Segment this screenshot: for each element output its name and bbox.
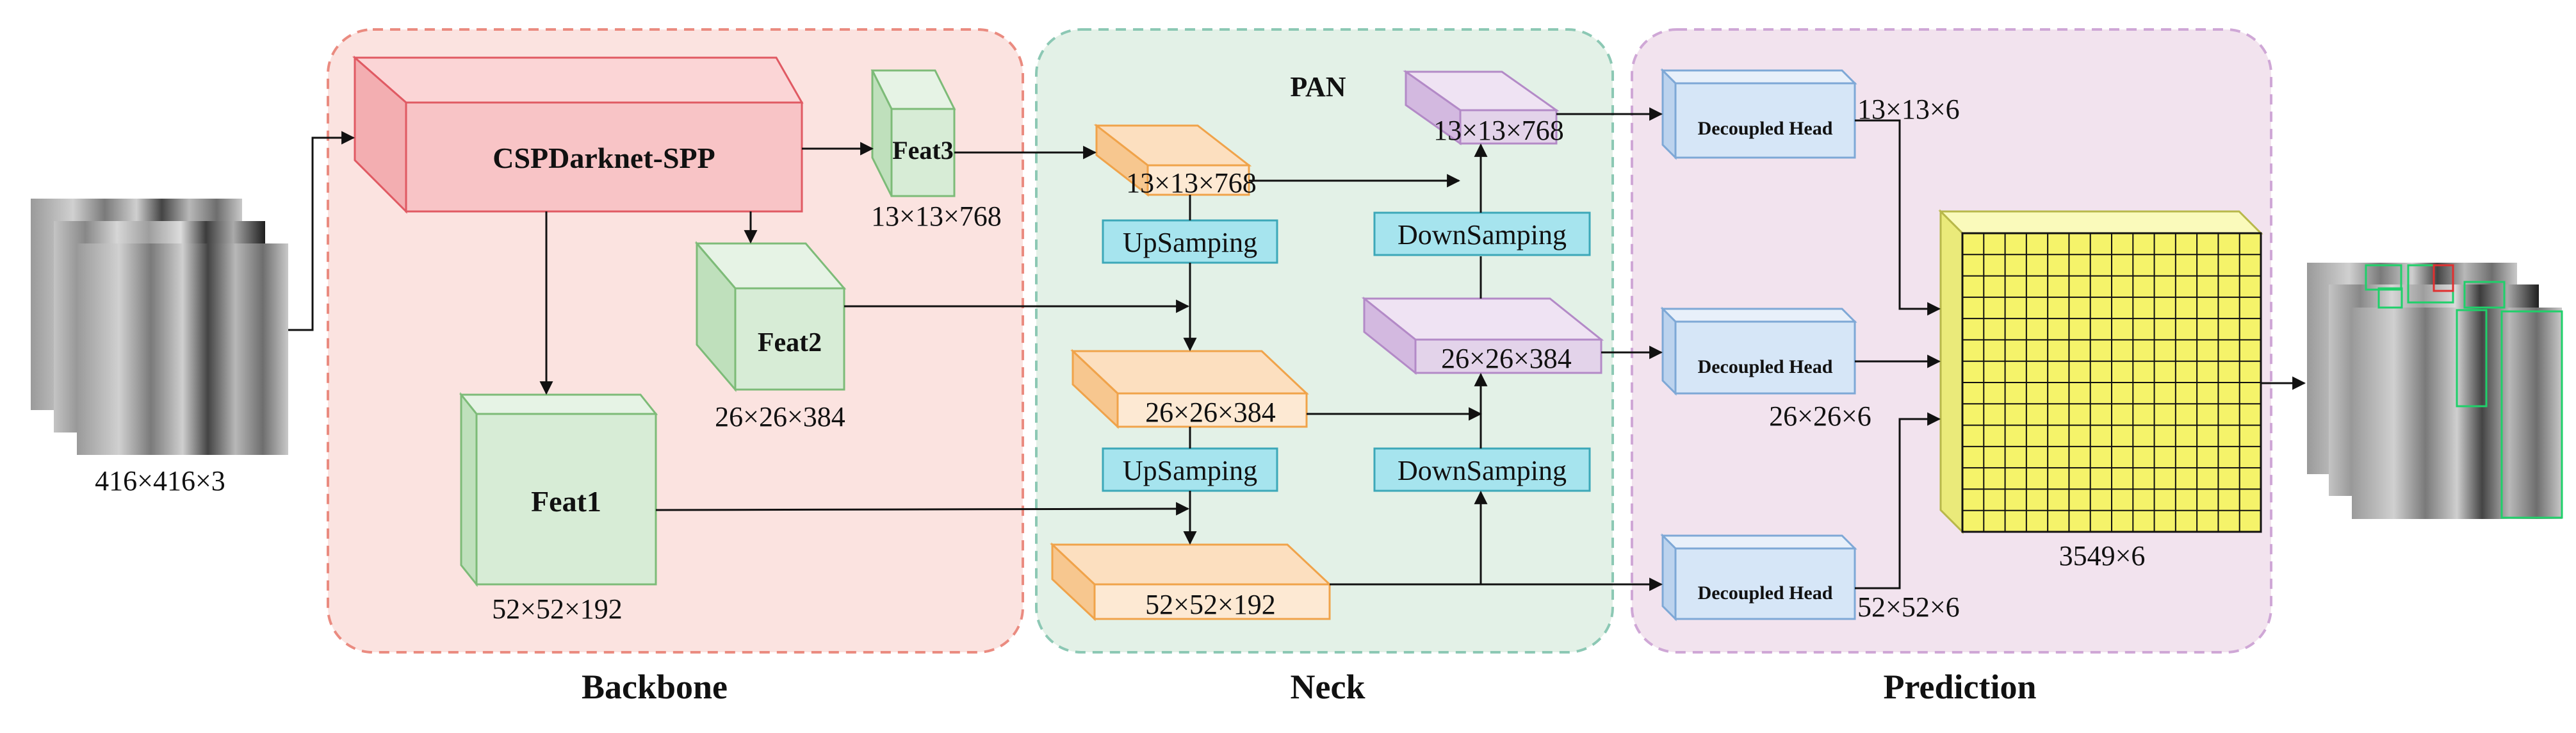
backbone-title: Backbone [582, 668, 728, 706]
neck-bot-input-size: 52×52×192 [1145, 589, 1276, 620]
upsample-2-label: UpSamping [1123, 455, 1257, 486]
feat1-label: Feat1 [531, 485, 601, 518]
upsample-2: UpSamping [1102, 447, 1278, 492]
decoupled-head-3-label: Decoupled Head [1698, 582, 1833, 604]
neck-mid-output: 26×26×384 [1361, 296, 1604, 375]
feat3-size: 13×13×768 [871, 201, 1002, 232]
neck-top-output-size: 13×13×768 [1433, 115, 1564, 146]
neck-mid-input: 26×26×384 [1070, 349, 1309, 429]
neck-top-output: 13×13×768 [1403, 70, 1564, 146]
neck-top-input: 13×13×768 [1093, 123, 1257, 199]
feat1-size: 52×52×192 [492, 593, 623, 625]
cspdarknet-label: CSPDarknet-SPP [493, 142, 715, 174]
feat3-label: Feat3 [892, 136, 954, 165]
neck-bot-input: 52×52×192 [1050, 542, 1332, 622]
prediction-grid-lines [1962, 233, 2261, 532]
input-size-label: 416×416×3 [95, 465, 225, 497]
feat1-block: Feat1 52×52×192 [459, 391, 658, 625]
neck-mid-output-size: 26×26×384 [1441, 343, 1572, 374]
prediction-title: Prediction [1884, 668, 2037, 706]
prediction-size: 3549×6 [2059, 540, 2146, 572]
feat2-label: Feat2 [758, 328, 822, 358]
upsample-1-label: UpSamping [1123, 227, 1257, 258]
output-images [2307, 263, 2563, 519]
connections [288, 107, 2306, 591]
decoupled-head-1: Decoupled Head 13×13×6 [1660, 68, 1960, 160]
upsample-1: UpSamping [1102, 219, 1278, 264]
head-2-output: 26×26×6 [1769, 400, 1871, 432]
decoupled-head-2-label: Decoupled Head [1698, 356, 1833, 377]
feat2-block: Feat2 26×26×384 [694, 240, 847, 432]
prediction-grid: 3549×6 [1938, 209, 2263, 572]
feat2-size: 26×26×384 [715, 401, 845, 432]
head-3-output: 52×52×6 [1857, 591, 1960, 623]
feat3-block: Feat3 13×13×768 [870, 69, 1002, 232]
downsample-2-label: DownSamping [1398, 455, 1567, 486]
input-images: 416×416×3 [31, 199, 288, 497]
neck-title: Neck [1291, 668, 1365, 706]
downsample-1-label: DownSamping [1398, 219, 1567, 251]
decoupled-head-3: Decoupled Head 52×52×6 [1660, 533, 1960, 623]
neck-top-input-size: 13×13×768 [1126, 167, 1257, 199]
pan-title: PAN [1290, 71, 1346, 103]
cspdarknet-block: CSPDarknet-SPP [352, 55, 804, 214]
neck-mid-input-size: 26×26×384 [1145, 397, 1276, 428]
downsample-2: DownSamping [1373, 447, 1591, 492]
downsample-1: DownSamping [1373, 211, 1591, 256]
decoupled-head-1-label: Decoupled Head [1698, 118, 1833, 139]
